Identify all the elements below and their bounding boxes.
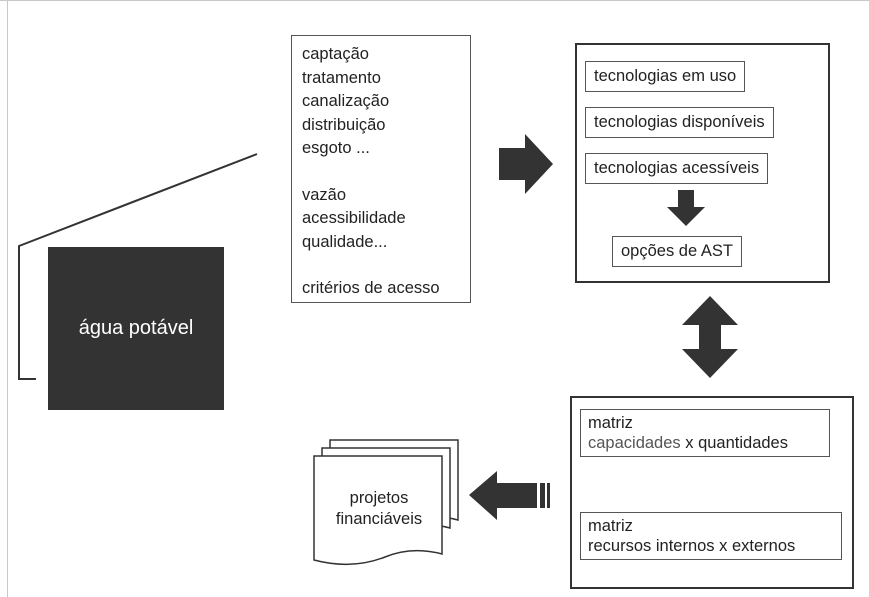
matrix-capacities: matriz capacidades x quantidades: [580, 409, 830, 457]
arrow-left-icon: [469, 471, 537, 520]
matrix-description: capacidades x quantidades: [588, 434, 788, 452]
tech-tag-disponiveis: tecnologias disponíveis: [585, 107, 774, 138]
matrix-description: recursos internos x externos: [588, 537, 796, 555]
aspect-item: critérios de acesso: [302, 279, 440, 297]
frame-left-border: [7, 0, 8, 597]
bracket-connector-line: [18, 153, 258, 380]
arrow-down-icon: [667, 190, 705, 226]
double-arrow-icon: [682, 296, 738, 378]
aspect-item: esgoto ...: [302, 139, 370, 157]
list-spacer: [302, 254, 460, 277]
projects-line2: financiáveis: [335, 510, 423, 528]
aspect-item: distribuição: [302, 115, 386, 134]
agua-potavel-box: água potável: [48, 247, 224, 410]
matrix-resources: matriz recursos internos x externos: [580, 512, 842, 560]
aspect-item: vazão: [302, 185, 347, 204]
matrix-title: matriz: [588, 414, 633, 432]
aspect-item: qualidade...: [302, 232, 388, 251]
list-spacer: [302, 161, 460, 184]
aspects-list-box: captação tratamento canalização distribu…: [291, 35, 471, 303]
technologies-box: tecnologias em uso tecnologias disponíve…: [575, 43, 830, 283]
tech-tag-em-uso: tecnologias em uso: [585, 61, 746, 92]
arrow-left-tail-stripe-2: [547, 483, 550, 508]
tech-tag-acessiveis: tecnologias acessíveis: [585, 153, 769, 184]
aspect-item: canalização: [302, 92, 390, 110]
frame-top-border: [0, 0, 869, 1]
ast-options-tag: opções de AST: [612, 236, 742, 267]
projects-document-label: projetos financiáveis: [315, 488, 443, 530]
matrix-title: matriz: [588, 517, 633, 535]
projects-line1: projetos: [349, 489, 409, 507]
agua-potavel-label: água potável: [78, 317, 194, 339]
arrow-left-tail-stripe-1: [540, 483, 545, 508]
document-stack-icon: [313, 439, 459, 566]
aspect-item: captação: [302, 45, 369, 63]
arrow-right-icon: [499, 134, 553, 194]
aspect-item: acessibilidade: [302, 209, 406, 227]
aspect-item: tratamento: [302, 68, 381, 87]
matrices-box: matriz capacidades x quantidades matriz …: [570, 396, 854, 589]
